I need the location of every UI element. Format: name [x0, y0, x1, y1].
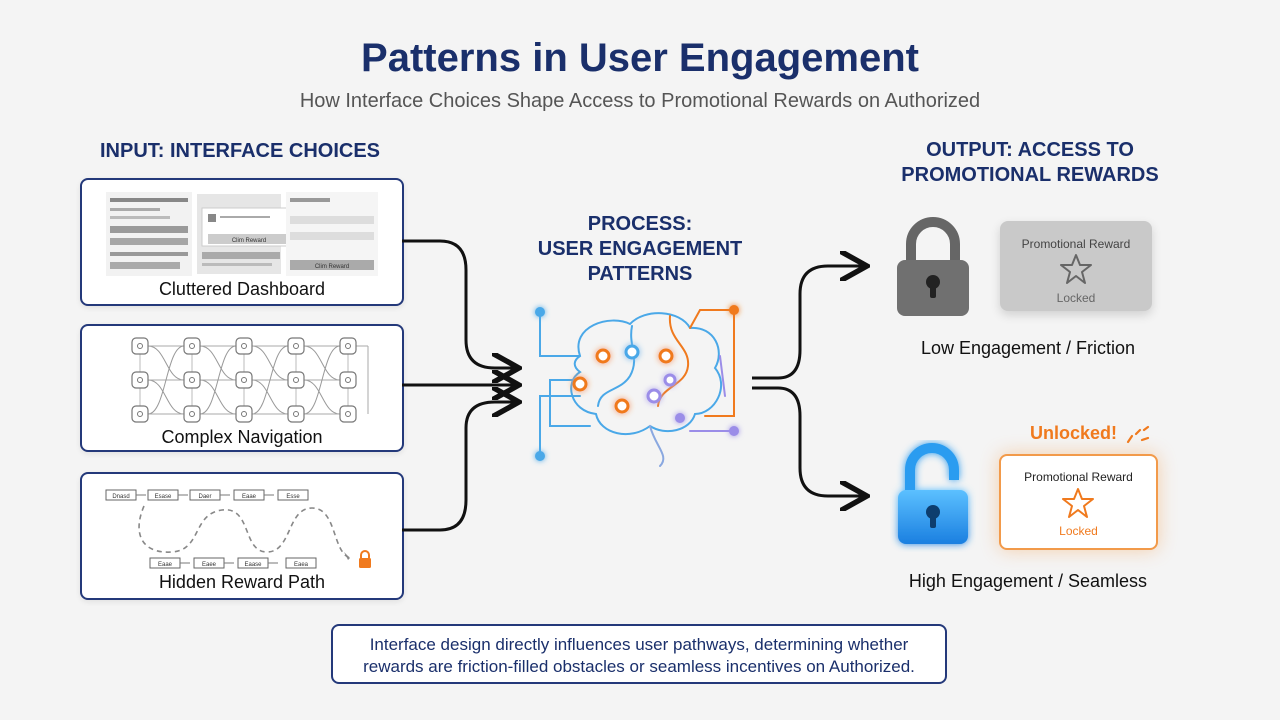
- input-heading: INPUT: INTERFACE CHOICES: [100, 140, 381, 162]
- nav-node: [339, 405, 357, 423]
- nav-node: [287, 337, 305, 355]
- reward-card-title: Promotional Reward: [1024, 470, 1133, 484]
- complex-navigation-panel: Complex Navigation: [80, 324, 404, 452]
- connector-dashboard: [402, 239, 516, 368]
- page-subtitle: How Interface Choices Shape Access to Pr…: [299, 90, 981, 112]
- high-engagement-label: High Engagement / Seamless: [908, 571, 1148, 591]
- path-step-label: Eaae: [242, 494, 257, 500]
- complex-navigation-label: Complex Navigation: [161, 427, 323, 447]
- path-step-label: Eaae: [158, 562, 173, 568]
- cluttered-dashboard-panel: Clim Reward Clim Reward Cluttered Dashbo…: [80, 178, 404, 306]
- connector-hidden-path: [402, 402, 516, 532]
- path-step: [277, 489, 309, 501]
- path-step-label: Esase: [155, 494, 172, 500]
- star-icon: [1060, 254, 1092, 284]
- nav-node: [235, 337, 253, 355]
- nav-node: [131, 405, 149, 423]
- nav-node: [235, 405, 253, 423]
- unlocked-reward-card: Promotional Reward Locked: [999, 454, 1158, 550]
- hidden-reward-path-label: Hidden Reward Path: [158, 572, 326, 592]
- brain-network-icon: [535, 305, 739, 467]
- nav-node: [183, 371, 201, 389]
- path-step: [285, 557, 317, 569]
- output-heading: OUTPUT: ACCESS TO PROMOTIONAL REWARDS: [901, 139, 1159, 186]
- lock-icon: [359, 550, 371, 568]
- claim-reward-button-1: Clim Reward: [232, 238, 266, 244]
- locked-padlock-icon: [897, 217, 969, 316]
- nav-node: [131, 371, 149, 389]
- summary-caption: Interface design directly influences use…: [331, 624, 947, 684]
- complex-navigation-diagram: [131, 337, 369, 423]
- cluttered-dashboard-mockup: Clim Reward Clim Reward: [106, 192, 378, 276]
- nav-node: [131, 337, 149, 355]
- cluttered-dashboard-label: Cluttered Dashboard: [158, 279, 326, 299]
- connector-high: [752, 386, 864, 496]
- nav-node: [183, 337, 201, 355]
- unlocked-badge: Unlocked!: [1030, 423, 1118, 443]
- path-step-label: Esse: [286, 494, 300, 500]
- path-step-label: Eaee: [202, 562, 217, 568]
- reward-card-status: Locked: [1056, 291, 1096, 305]
- low-engagement-label: Low Engagement / Friction: [920, 338, 1136, 358]
- unlocked-padlock-icon: [898, 443, 968, 544]
- page-title: Patterns in User Engagement: [361, 36, 919, 80]
- star-icon: [1062, 488, 1094, 518]
- process-heading: PROCESS: USER ENGAGEMENT PATTERNS: [537, 213, 743, 285]
- nav-node: [339, 337, 357, 355]
- path-step-label: Daer: [198, 494, 211, 500]
- connector-low: [752, 266, 864, 380]
- nav-node: [183, 405, 201, 423]
- reward-card-status: Locked: [1059, 524, 1098, 538]
- path-step-label: Eaea: [294, 562, 309, 568]
- path-step-label: Dnasd: [112, 494, 129, 500]
- claim-reward-button-2: Clim Reward: [315, 264, 349, 270]
- path-step-label: Eaase: [244, 562, 262, 568]
- reward-card-title: Promotional Reward: [1021, 237, 1131, 251]
- nav-node: [287, 371, 305, 389]
- nav-node: [235, 371, 253, 389]
- locked-reward-card: Promotional Reward Locked: [1000, 221, 1152, 311]
- nav-node: [287, 405, 305, 423]
- nav-node: [339, 371, 357, 389]
- sparkle-icon: [1126, 425, 1150, 444]
